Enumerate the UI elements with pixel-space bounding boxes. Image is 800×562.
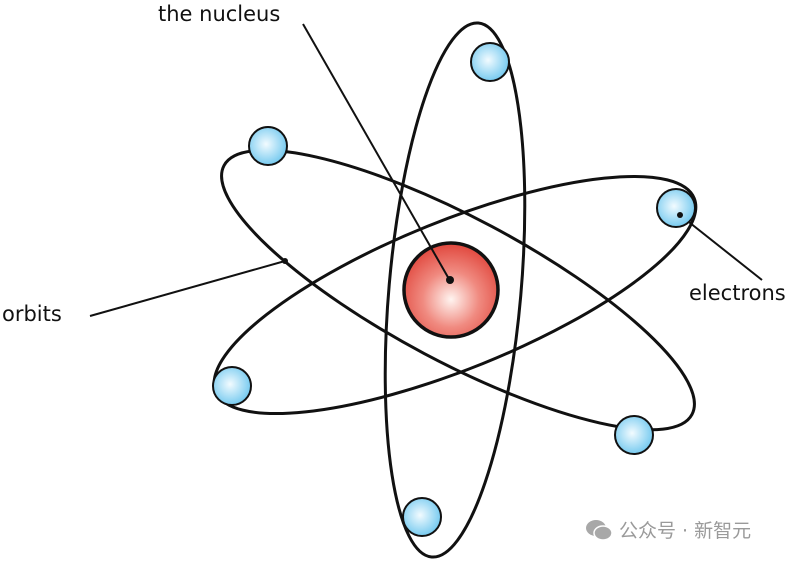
nucleus	[402, 241, 500, 339]
electron	[470, 42, 510, 82]
nucleus-pointer-dot	[446, 276, 454, 284]
electrons-label: electrons	[689, 281, 786, 305]
orbits-label: orbits	[2, 302, 62, 326]
watermark: 公众号 · 新智元	[585, 516, 751, 543]
orbit-vertical	[383, 21, 527, 559]
orbit-diagonal-down	[220, 148, 696, 432]
electron	[402, 497, 442, 537]
electron	[248, 126, 288, 166]
electron	[656, 188, 696, 228]
orbits-pointer-dot	[282, 258, 288, 264]
electrons-pointer-line	[679, 214, 763, 281]
orbits-pointer-line	[89, 260, 286, 317]
watermark-text: 公众号 · 新智元	[619, 520, 752, 542]
nucleus-pointer-line	[302, 23, 450, 280]
electrons-pointer-dot	[677, 212, 683, 218]
nucleus-label: the nucleus	[158, 2, 281, 26]
electron	[614, 415, 654, 455]
wechat-icon	[586, 519, 613, 541]
electron	[212, 366, 252, 406]
